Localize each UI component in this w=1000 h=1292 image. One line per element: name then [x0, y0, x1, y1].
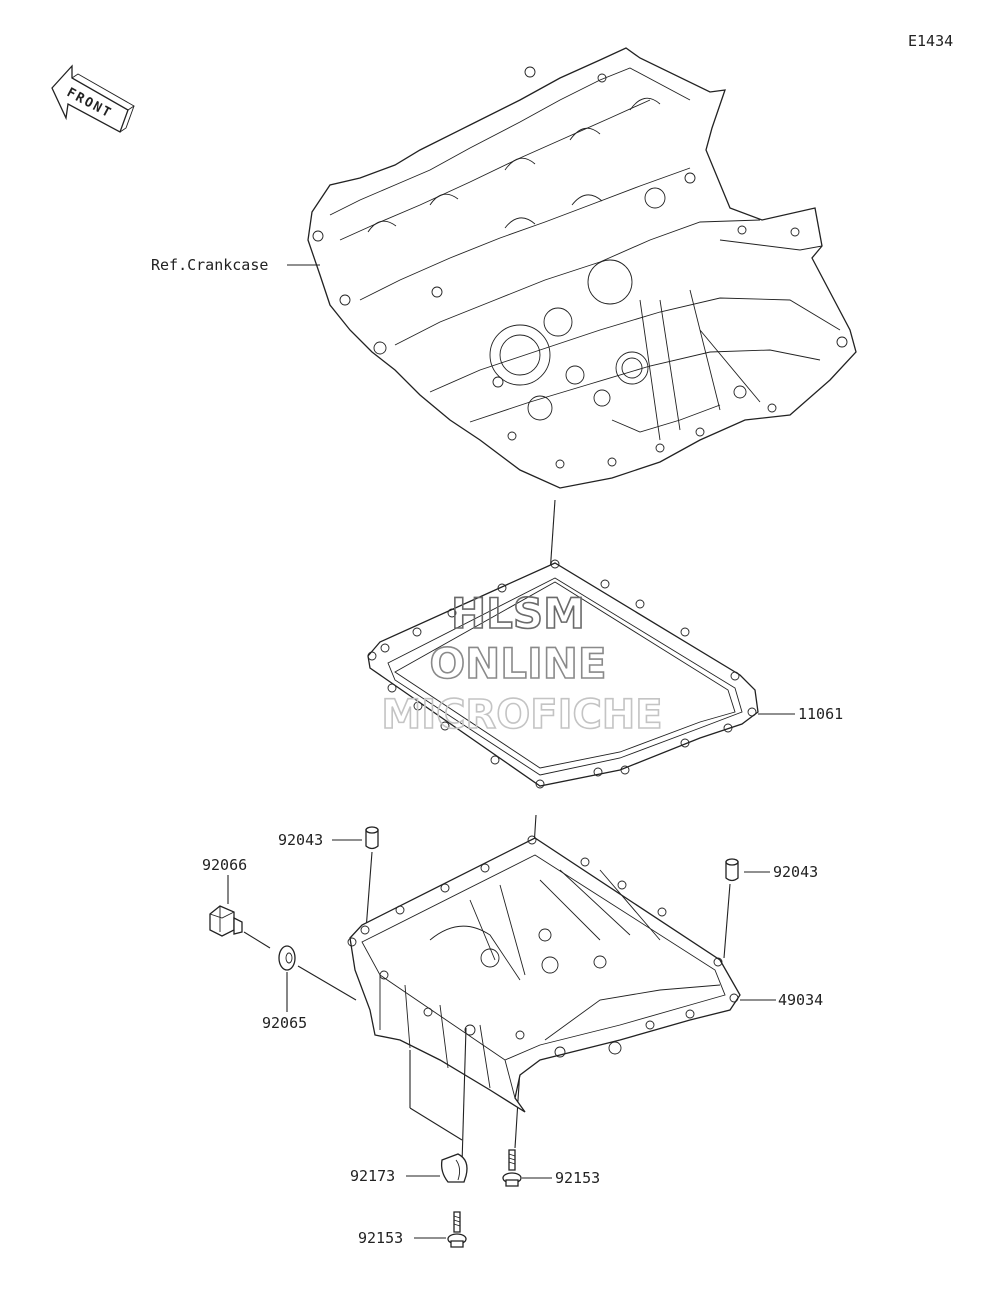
- bolt-center-drawing: [502, 1149, 522, 1187]
- label-washer: 92065: [262, 1014, 307, 1032]
- label-oil-pan: 49034: [778, 991, 823, 1009]
- label-clamp: 92173: [350, 1167, 395, 1185]
- washer-drawing: [278, 945, 296, 971]
- label-gasket: 11061: [798, 705, 843, 723]
- diagram-code: E1434: [908, 32, 953, 50]
- watermark-line2: ONLINE: [429, 639, 606, 688]
- bolt-bottom-drawing: [447, 1211, 467, 1248]
- label-crankcase: Ref.Crankcase: [151, 256, 268, 274]
- dowel-pin-right: [725, 858, 739, 882]
- clamp-drawing: [440, 1153, 468, 1183]
- label-drain-plug: 92066: [202, 856, 247, 874]
- crankcase-drawing: [307, 47, 857, 489]
- label-pin-right: 92043: [773, 863, 818, 881]
- dowel-pin-left: [365, 826, 379, 850]
- watermark-line1: HLSM: [451, 589, 585, 638]
- watermark-line3: MICROFICHE: [381, 692, 662, 738]
- label-bolt-center: 92153: [555, 1169, 600, 1187]
- label-bolt-bottom: 92153: [358, 1229, 403, 1247]
- gasket-drawing: [367, 559, 759, 789]
- label-pin-left: 92043: [278, 831, 323, 849]
- front-arrow-icon: FRONT: [51, 64, 135, 133]
- oil-pan-drawing: [347, 835, 741, 1113]
- watermark: HLSM ONLINE MICROFICHE: [381, 588, 664, 739]
- drain-plug-drawing: [209, 905, 243, 937]
